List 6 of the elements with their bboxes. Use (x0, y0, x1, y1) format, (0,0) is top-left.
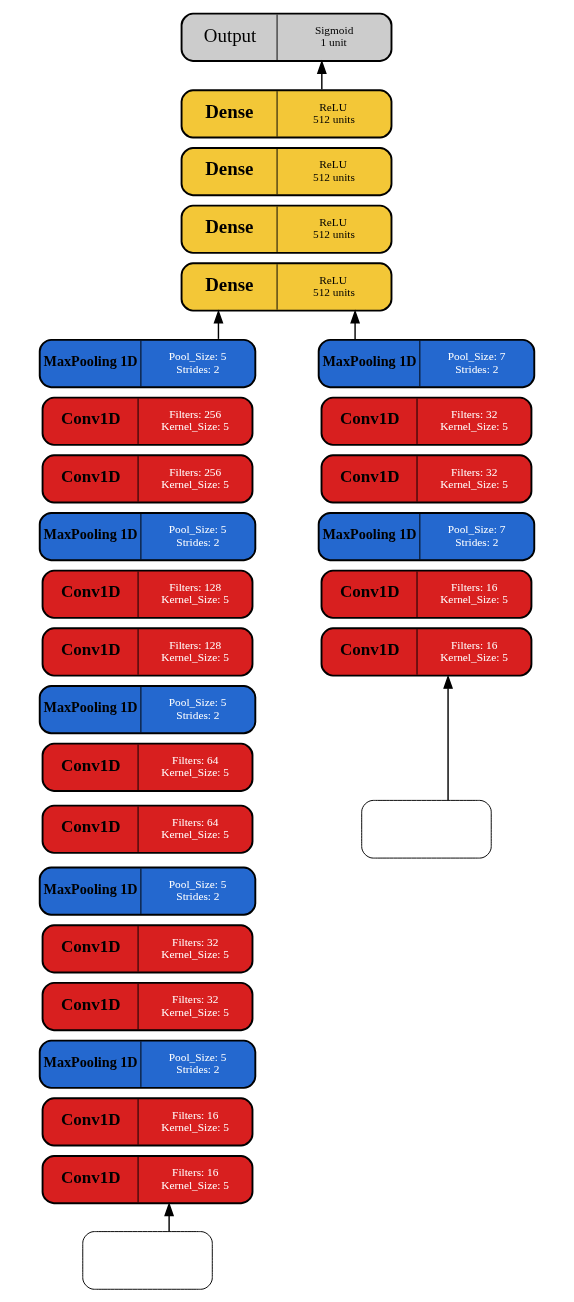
arrow (316, 59, 327, 90)
arrow (350, 309, 361, 340)
node-box (361, 799, 492, 859)
arrow (164, 1202, 175, 1232)
arrow (443, 674, 454, 802)
node-box (82, 1231, 213, 1290)
